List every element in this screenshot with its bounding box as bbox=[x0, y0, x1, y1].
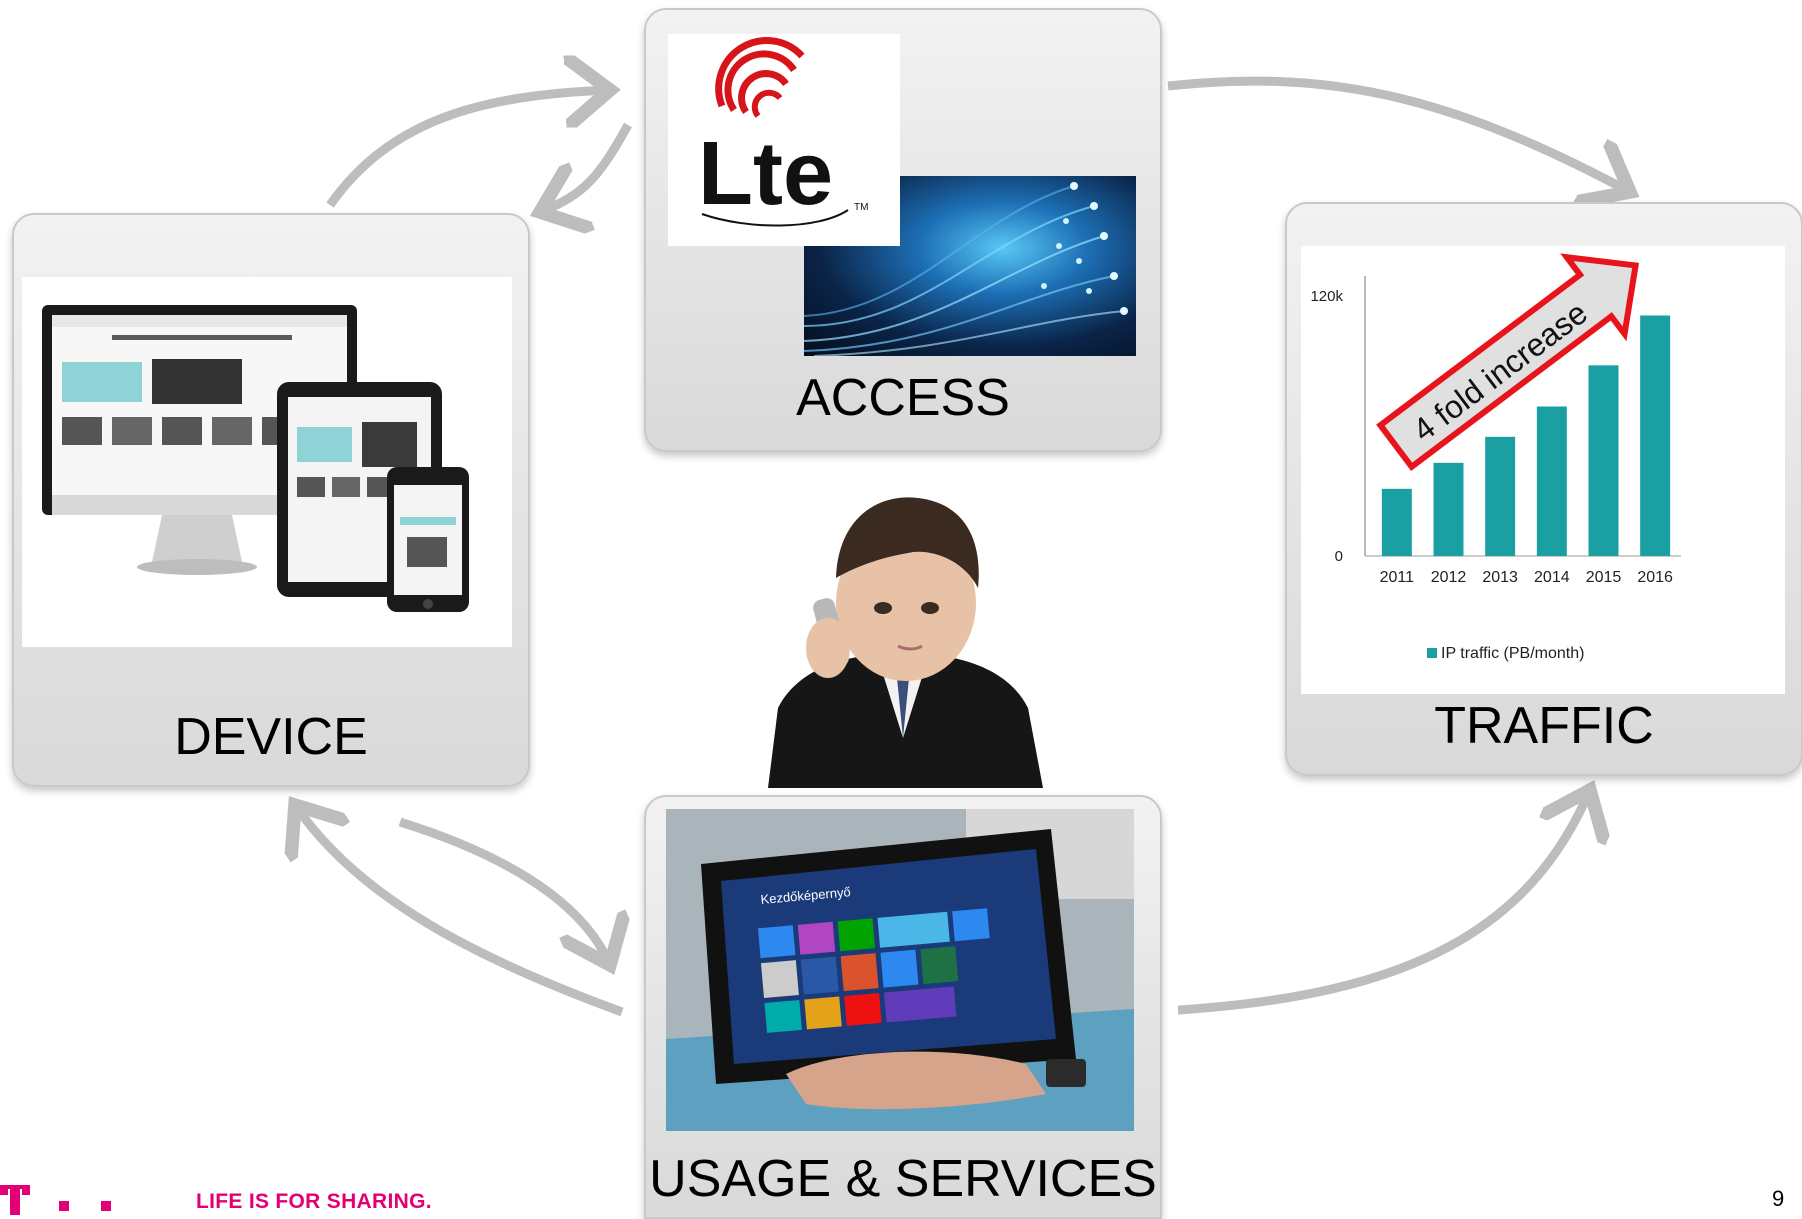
x-tick-label: 2015 bbox=[1586, 569, 1622, 586]
x-tick-label: 2016 bbox=[1637, 569, 1673, 586]
arrow-access-to-device bbox=[540, 122, 632, 212]
arrow-device-to-access bbox=[326, 90, 610, 208]
page-number: 9 bbox=[1772, 1186, 1785, 1211]
devices-image bbox=[22, 277, 512, 647]
telekom-logo bbox=[0, 1185, 111, 1215]
bar-2013 bbox=[1485, 436, 1516, 556]
usage-services-label: USAGE & SERVICES bbox=[649, 1150, 1157, 1208]
bar-2011 bbox=[1381, 488, 1412, 556]
y-tick-label: 120k bbox=[1310, 288, 1343, 305]
arrow-access-to-traffic bbox=[1167, 76, 1630, 192]
traffic-label: TRAFFIC bbox=[1434, 697, 1654, 755]
arrow-usage-to-device bbox=[295, 805, 624, 1017]
traffic-card: 0 120k 2011 2012 2013 2014 2015 2016 IP traffi… bbox=[1285, 202, 1802, 776]
bar-2016 bbox=[1640, 315, 1671, 556]
x-tick-label: 2012 bbox=[1431, 569, 1467, 586]
x-tick-label: 2013 bbox=[1482, 569, 1518, 586]
access-card: Lte TM ACCESS bbox=[644, 8, 1162, 452]
bar-2012 bbox=[1433, 462, 1464, 556]
legend-swatch bbox=[1427, 648, 1437, 658]
traffic-chart: 0 120k 2011 2012 2013 2014 2015 2016 IP traffi… bbox=[1301, 246, 1785, 694]
device-label: DEVICE bbox=[174, 708, 368, 766]
arrow-device-to-usage bbox=[398, 817, 610, 965]
x-tick-label: 2014 bbox=[1534, 569, 1570, 586]
usage-services-card: Kezdőképernyő USAGE & SERVICES bbox=[644, 795, 1162, 1219]
arrow-usage-to-traffic bbox=[1177, 790, 1590, 1015]
device-card: DEVICE bbox=[12, 213, 530, 787]
bar-2015 bbox=[1588, 365, 1619, 556]
four-fold-increase-annotation: 4 fold increase bbox=[1376, 253, 1640, 471]
access-label: ACCESS bbox=[796, 369, 1010, 427]
svg-text:TM: TM bbox=[854, 202, 868, 213]
bar-2014 bbox=[1536, 406, 1567, 556]
y-tick-label: 0 bbox=[1335, 548, 1343, 565]
svg-text:Lte: Lte bbox=[698, 124, 833, 224]
child-on-phone-image bbox=[758, 478, 1048, 788]
brand-tagline: LIFE IS FOR SHARING. bbox=[196, 1190, 432, 1213]
tablet-in-hand-image: Kezdőképernyő bbox=[666, 809, 1134, 1131]
lte-logo: Lte TM bbox=[668, 34, 900, 246]
x-tick-label: 2011 bbox=[1380, 569, 1415, 586]
legend-label: IP traffic (PB/month) bbox=[1441, 645, 1584, 662]
signal-waves-icon bbox=[738, 70, 789, 115]
